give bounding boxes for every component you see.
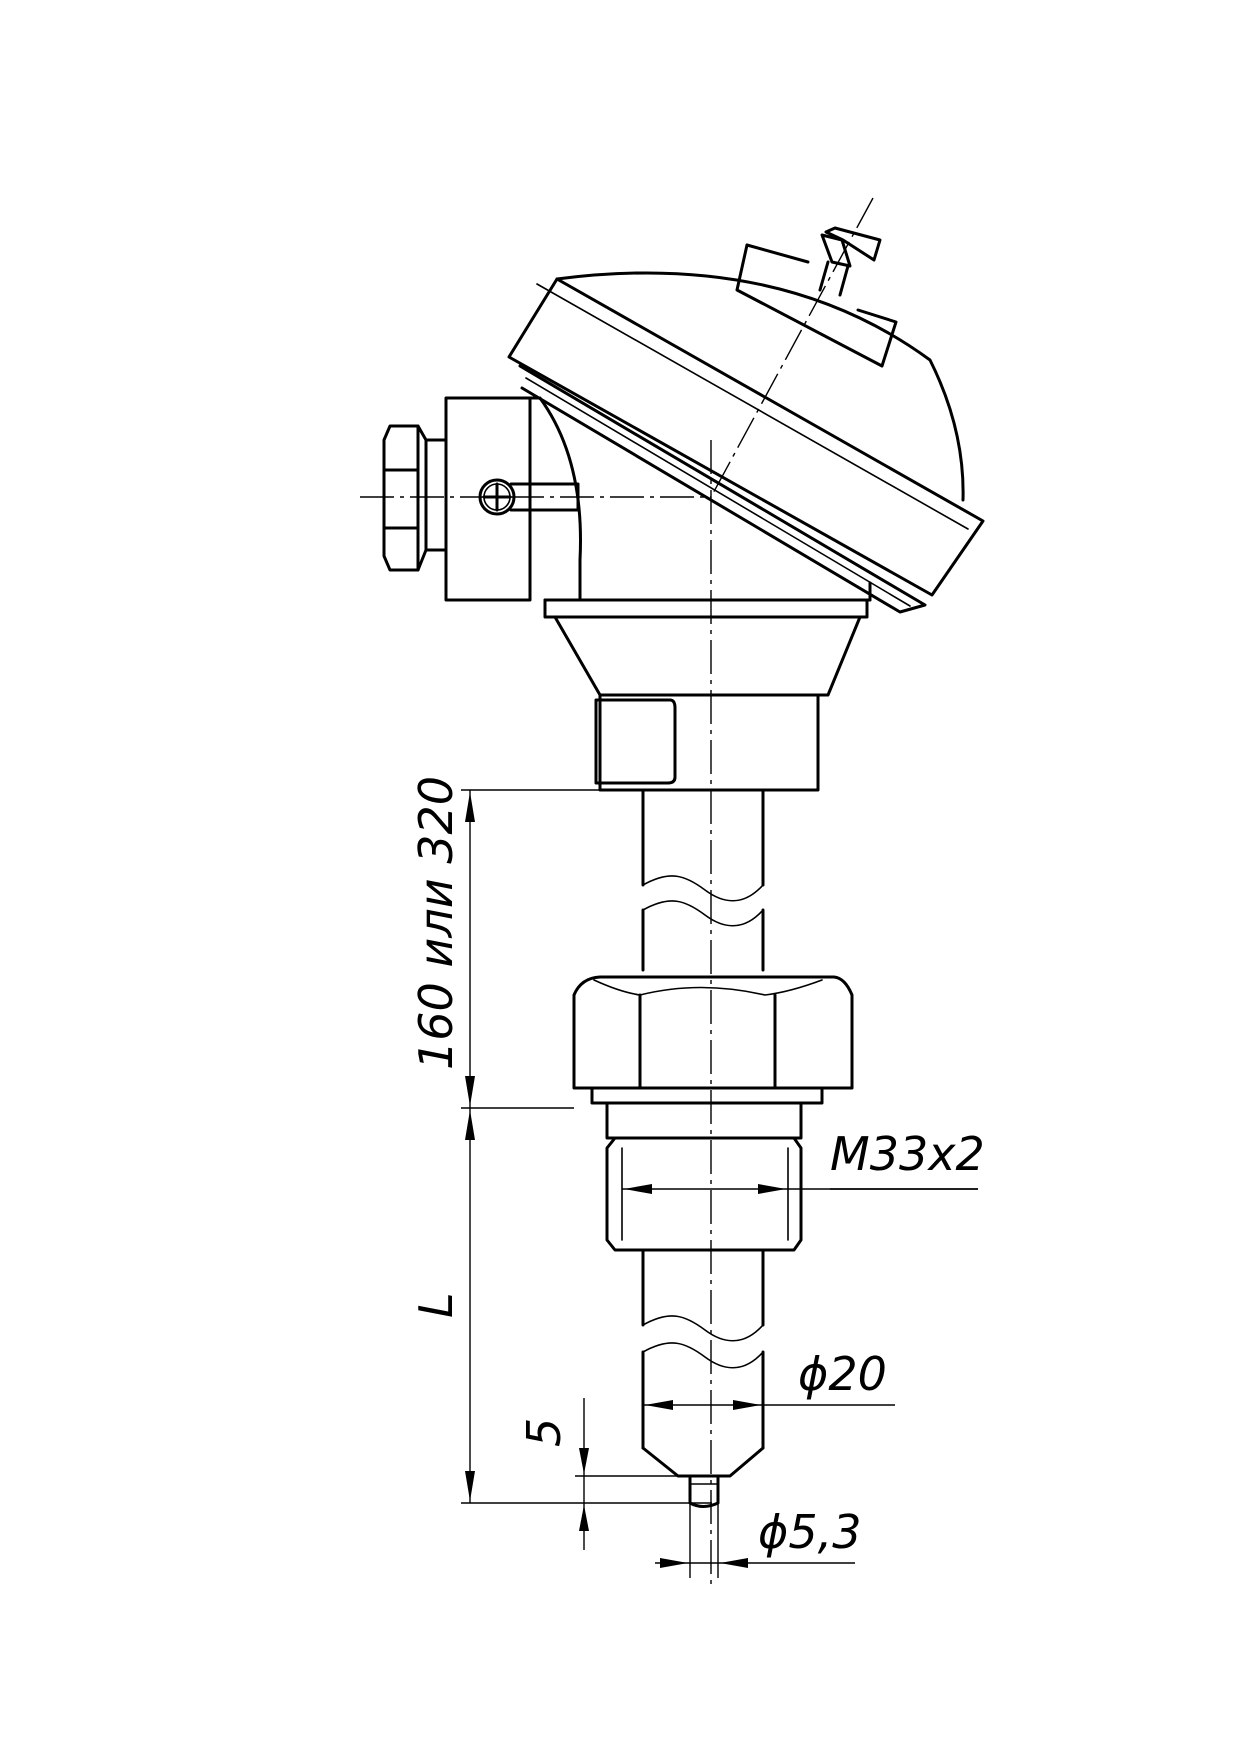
dimension-tip-length [575, 1398, 690, 1550]
dimension-immersion-length [461, 789, 600, 1109]
cable-gland [382, 424, 448, 572]
threaded-fitting [605, 1101, 803, 1252]
total-length-label: L [409, 1292, 463, 1318]
dimension-total-length [461, 1108, 712, 1504]
thread-label: M33x2 [830, 1127, 985, 1181]
dimension-sheath-diameter [643, 1400, 895, 1410]
immersion-length-label: 160 или 320 [409, 776, 463, 1070]
upper-sheath [641, 788, 765, 972]
terminal-head-cover [507, 226, 985, 614]
sheath-diameter-label: ϕ20 [798, 1347, 887, 1401]
dimension-thread [622, 1184, 978, 1194]
screw [478, 478, 580, 516]
dimension-tip-diameter [655, 1503, 855, 1578]
lower-sheath [641, 1248, 765, 1508]
tip-length-label: 5 [517, 1418, 571, 1447]
tip-diameter-label: ϕ5,3 [758, 1505, 862, 1559]
hex-nut [572, 975, 854, 1105]
